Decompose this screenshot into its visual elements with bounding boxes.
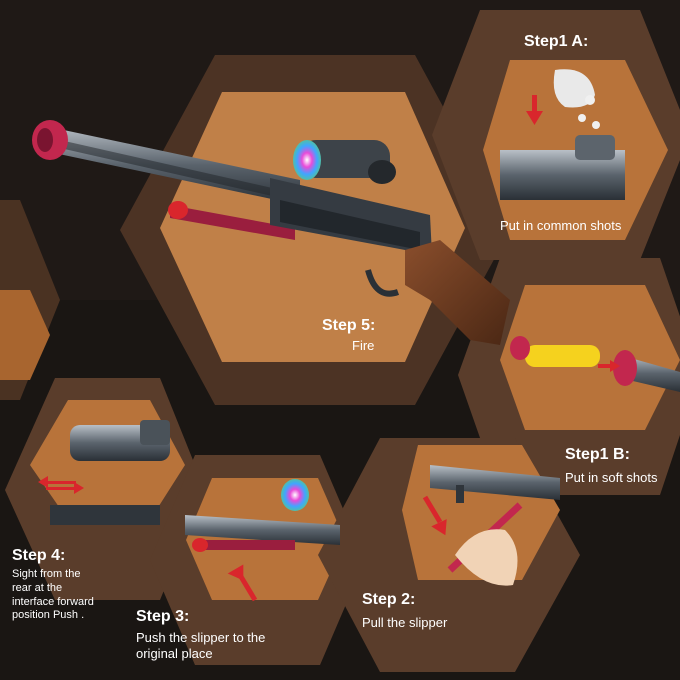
step5-title: Step 5: — [322, 317, 376, 334]
step4-illustration — [50, 420, 170, 525]
step3-title: Step 3: — [136, 608, 190, 625]
rifle-illustration — [32, 120, 510, 345]
red-arrow-right-icon — [598, 360, 620, 372]
step3-desc: Push the slipper to the original place — [136, 630, 306, 661]
step5-desc: Fire — [352, 338, 375, 353]
step1a-illustration — [500, 69, 625, 200]
step4-desc: Sight from the rear at the interface for… — [12, 568, 132, 623]
step3-illustration — [185, 479, 340, 552]
left-partial-panel — [0, 200, 60, 400]
step4-desc-line: interface forward — [12, 595, 94, 608]
step1b-title: Step1 B: — [565, 446, 630, 463]
step3-desc-line: original place — [136, 645, 213, 661]
step4-title: Step 4: — [12, 547, 66, 564]
step1b-illustration — [510, 336, 680, 392]
step3-desc-line: Push the slipper to the — [136, 630, 266, 645]
red-arrow-up-right-icon — [227, 564, 258, 602]
step4-desc-line: rear at the — [12, 581, 63, 594]
step2-desc: Pull the slipper — [362, 615, 448, 630]
step1a-title: Step1 A: — [524, 33, 589, 50]
red-double-arrow-icon — [38, 476, 84, 494]
red-arrow-down-right-icon — [422, 495, 447, 536]
step2-illustration — [430, 465, 560, 586]
step1a-desc: Put in common shots — [500, 218, 622, 233]
step4-desc-line: Sight from the — [12, 568, 81, 580]
step4-desc-line: position Push . — [12, 609, 85, 622]
red-arrow-down-icon — [526, 95, 543, 125]
step1b-desc: Put in soft shots — [565, 470, 658, 485]
step2-title: Step 2: — [362, 591, 416, 608]
